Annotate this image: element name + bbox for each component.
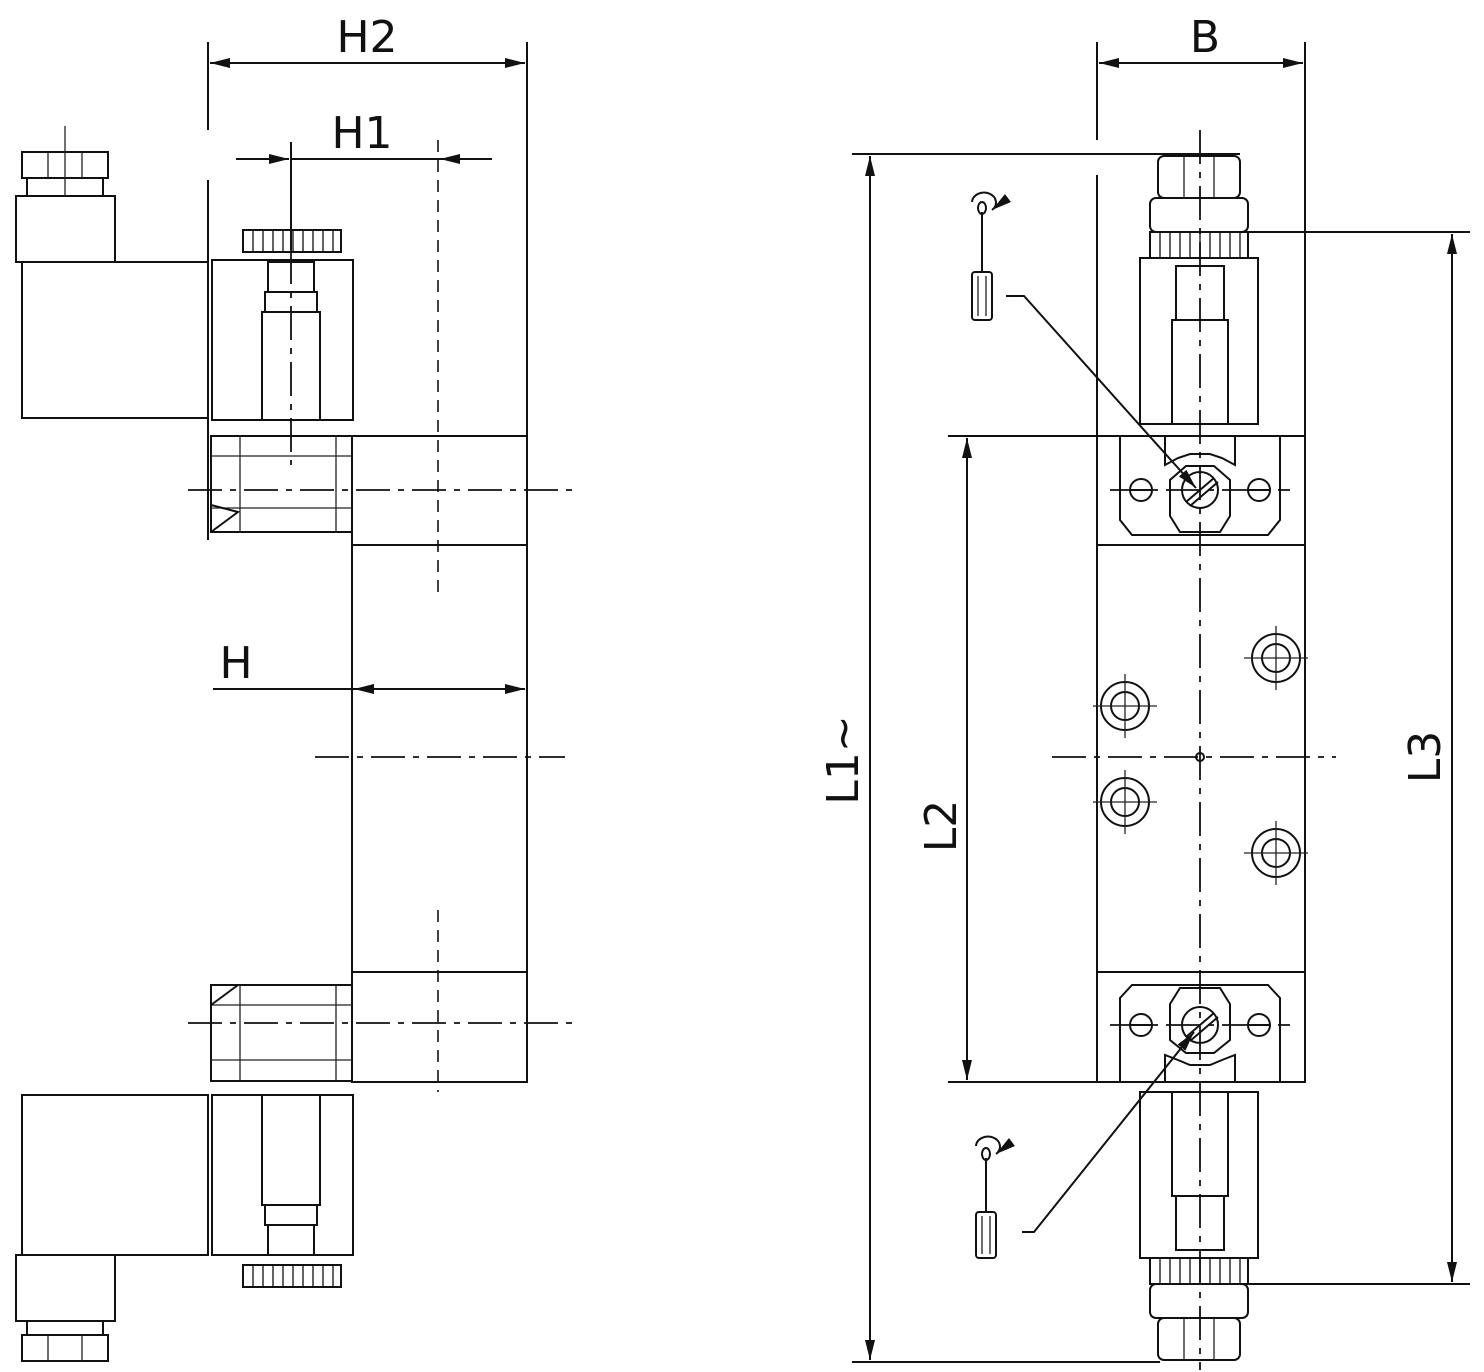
front-view: B L1~ L2 L3 bbox=[818, 12, 1470, 1370]
label-l2: L2 bbox=[916, 800, 967, 853]
dimension-b: B bbox=[1096, 12, 1306, 436]
dimension-l2: L2 bbox=[916, 435, 1097, 1083]
dimension-h1: H1 bbox=[236, 108, 492, 250]
solenoid-top-side bbox=[15, 126, 354, 533]
label-h1: H1 bbox=[331, 108, 392, 159]
dimension-l1: L1~ bbox=[818, 153, 1240, 1363]
label-l3: L3 bbox=[1400, 731, 1451, 784]
dimension-h: H bbox=[213, 638, 525, 694]
dimension-h2: H2 bbox=[207, 12, 528, 540]
screwdriver-icon bbox=[971, 201, 993, 321]
side-view: H2 H1 H bbox=[15, 12, 576, 1362]
label-h2: H2 bbox=[336, 12, 397, 63]
label-l1: L1~ bbox=[818, 715, 869, 804]
valve-body-front bbox=[1096, 435, 1306, 1083]
screwdriver-icon bbox=[975, 1147, 997, 1259]
dimension-l3: L3 bbox=[1248, 231, 1470, 1285]
label-h: H bbox=[219, 638, 252, 689]
port-holes bbox=[1093, 626, 1308, 885]
solenoid-bottom-side bbox=[15, 984, 354, 1362]
rotate-arrow-icon bbox=[971, 191, 1011, 211]
rotate-arrow-icon bbox=[975, 1135, 1015, 1155]
valve-body-side bbox=[351, 435, 528, 1083]
label-b: B bbox=[1190, 12, 1220, 63]
